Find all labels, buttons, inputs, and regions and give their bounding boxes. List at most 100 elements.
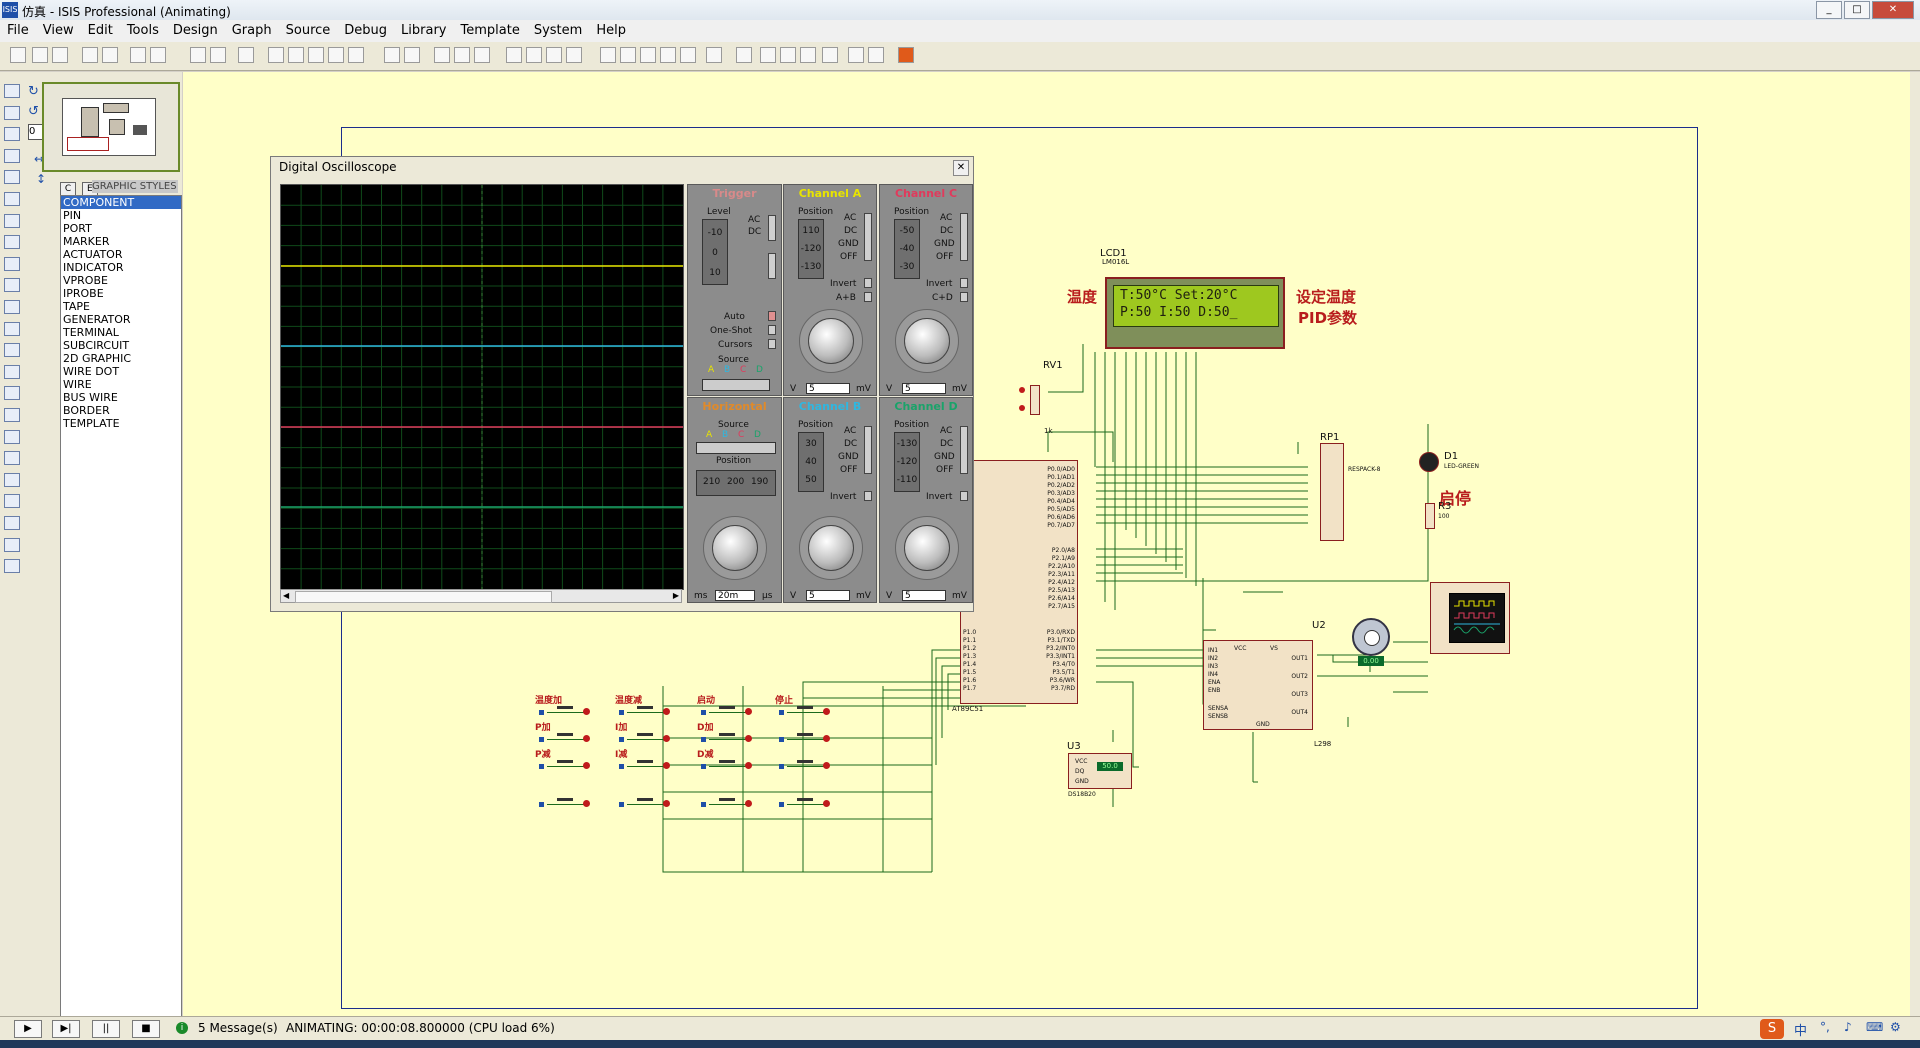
- search-icon[interactable]: [706, 47, 722, 63]
- channel-b-invert-toggle[interactable]: [864, 491, 872, 501]
- style-item[interactable]: WIRE DOT: [63, 365, 120, 378]
- menu-template[interactable]: Template: [460, 23, 520, 38]
- generator-icon[interactable]: [4, 321, 20, 336]
- scroll-left-icon[interactable]: ◀: [283, 591, 290, 600]
- menu-graph[interactable]: Graph: [231, 23, 272, 38]
- lcd-module[interactable]: T:50°C Set:20°C P:50 I:50 D:50_: [1105, 277, 1285, 349]
- oscilloscope-close-button[interactable]: ✕: [953, 160, 969, 176]
- keypad-button[interactable]: [539, 706, 593, 718]
- select-mode-icon[interactable]: [4, 84, 20, 98]
- channel-c-coupling-switch[interactable]: [960, 213, 968, 261]
- symbol-icon[interactable]: [4, 537, 20, 552]
- wire-autorouter-icon[interactable]: [680, 47, 696, 63]
- open-file-icon[interactable]: [32, 47, 48, 63]
- menu-debug[interactable]: Debug: [344, 23, 388, 38]
- channel-a-scale-knob[interactable]: [808, 318, 854, 364]
- dc-motor[interactable]: [1352, 618, 1390, 656]
- save-icon[interactable]: [52, 47, 68, 63]
- style-item[interactable]: VPROBE: [63, 274, 108, 287]
- keyboard-icon[interactable]: ⌨: [1866, 1020, 1884, 1034]
- block-delete-icon[interactable]: [566, 47, 582, 63]
- r3-resistor[interactable]: [1425, 503, 1435, 529]
- channel-c-position-slider[interactable]: -50 -40 -30: [894, 219, 920, 279]
- marker-icon[interactable]: [4, 559, 20, 574]
- oneshot-toggle[interactable]: [768, 325, 776, 335]
- paste-icon[interactable]: [474, 47, 490, 63]
- menu-tools[interactable]: Tools: [126, 23, 159, 38]
- junction-dot-icon[interactable]: [4, 127, 20, 142]
- channel-a-position-slider[interactable]: 110 -120 -130: [798, 219, 824, 279]
- zoom-out-icon[interactable]: [308, 47, 324, 63]
- keypad-button[interactable]: [539, 733, 593, 745]
- channel-a-invert-toggle[interactable]: [864, 278, 872, 288]
- vertical-scrollbar[interactable]: [1910, 72, 1920, 1016]
- zoom-area-icon[interactable]: [348, 47, 364, 63]
- oscilloscope-scrollbar[interactable]: ◀ ▶: [280, 589, 682, 603]
- channel-c-scale-field[interactable]: 5: [902, 383, 946, 394]
- channel-d-coupling-switch[interactable]: [960, 426, 968, 474]
- keypad-button[interactable]: [701, 798, 755, 810]
- channel-b-scale-field[interactable]: 5: [806, 590, 850, 601]
- block-rotate-icon[interactable]: [546, 47, 562, 63]
- make-device-icon[interactable]: [620, 47, 636, 63]
- channel-d-position-slider[interactable]: -130 -120 -110: [894, 432, 920, 492]
- origin-icon[interactable]: [238, 47, 254, 63]
- keypad-button[interactable]: [619, 798, 673, 810]
- style-item[interactable]: TEMPLATE: [63, 417, 120, 430]
- channel-d-scale-knob[interactable]: [904, 525, 950, 571]
- mirror-horizontal-icon[interactable]: ↔: [34, 152, 45, 166]
- channel-b-scale-knob[interactable]: [808, 525, 854, 571]
- channel-c-scale-knob[interactable]: [904, 318, 950, 364]
- style-item[interactable]: WIRE: [63, 378, 92, 391]
- refresh-icon[interactable]: [190, 47, 206, 63]
- style-item[interactable]: IPROBE: [63, 287, 104, 300]
- step-button[interactable]: ▶|: [52, 1020, 80, 1038]
- text-icon[interactable]: [4, 516, 20, 530]
- menu-view[interactable]: View: [42, 23, 74, 38]
- trigger-coupling-switch[interactable]: [768, 215, 776, 241]
- line-icon[interactable]: [4, 408, 20, 422]
- remove-sheet-icon[interactable]: [780, 47, 796, 63]
- stop-button[interactable]: ■: [132, 1020, 160, 1038]
- style-item[interactable]: BUS WIRE: [63, 391, 118, 404]
- trigger-edge-switch[interactable]: [768, 253, 776, 279]
- style-item[interactable]: BORDER: [63, 404, 110, 417]
- menu-file[interactable]: File: [7, 23, 29, 38]
- horizontal-source-slider[interactable]: [696, 442, 776, 454]
- menu-source[interactable]: Source: [285, 23, 331, 38]
- ime-punctuation-icon[interactable]: °,: [1820, 1020, 1830, 1034]
- rp1-resistor-pack[interactable]: [1320, 443, 1344, 541]
- tape-recorder-icon[interactable]: [4, 300, 20, 314]
- rotate-cw-icon[interactable]: ↻: [28, 84, 39, 99]
- style-item[interactable]: INDICATOR: [63, 261, 124, 274]
- pick-device-icon[interactable]: [600, 47, 616, 63]
- style-item[interactable]: SUBCIRCUIT: [63, 339, 130, 352]
- channel-c-invert-toggle[interactable]: [960, 278, 968, 288]
- grid-icon[interactable]: [210, 47, 226, 63]
- channel-a-scale-field[interactable]: 5: [806, 383, 850, 394]
- channel-c-combine-toggle[interactable]: [960, 292, 968, 302]
- scroll-right-icon[interactable]: ▶: [672, 591, 679, 600]
- virtual-instrument-icon[interactable]: [4, 386, 20, 401]
- style-item[interactable]: PIN: [63, 209, 82, 222]
- style-item[interactable]: GENERATOR: [63, 313, 131, 326]
- keypad-button[interactable]: [619, 760, 673, 772]
- box-icon[interactable]: [4, 429, 20, 444]
- keypad-button[interactable]: [539, 798, 593, 810]
- erc-icon[interactable]: [868, 47, 884, 63]
- menu-help[interactable]: Help: [596, 23, 626, 38]
- block-copy-icon[interactable]: [506, 47, 522, 63]
- pan-icon[interactable]: [268, 47, 284, 63]
- pause-button[interactable]: ||: [92, 1020, 120, 1038]
- decompose-icon[interactable]: [660, 47, 676, 63]
- import-icon[interactable]: [82, 47, 98, 63]
- trigger-source-slider[interactable]: [702, 379, 770, 391]
- horizontal-position-slider[interactable]: 210 200 190: [696, 470, 776, 496]
- keypad-button[interactable]: [779, 760, 833, 772]
- wire-label-icon[interactable]: [4, 148, 20, 163]
- keypad-button[interactable]: [619, 733, 673, 745]
- package-tool-icon[interactable]: [640, 47, 656, 63]
- copy-icon[interactable]: [454, 47, 470, 63]
- goto-sheet-icon[interactable]: [800, 47, 816, 63]
